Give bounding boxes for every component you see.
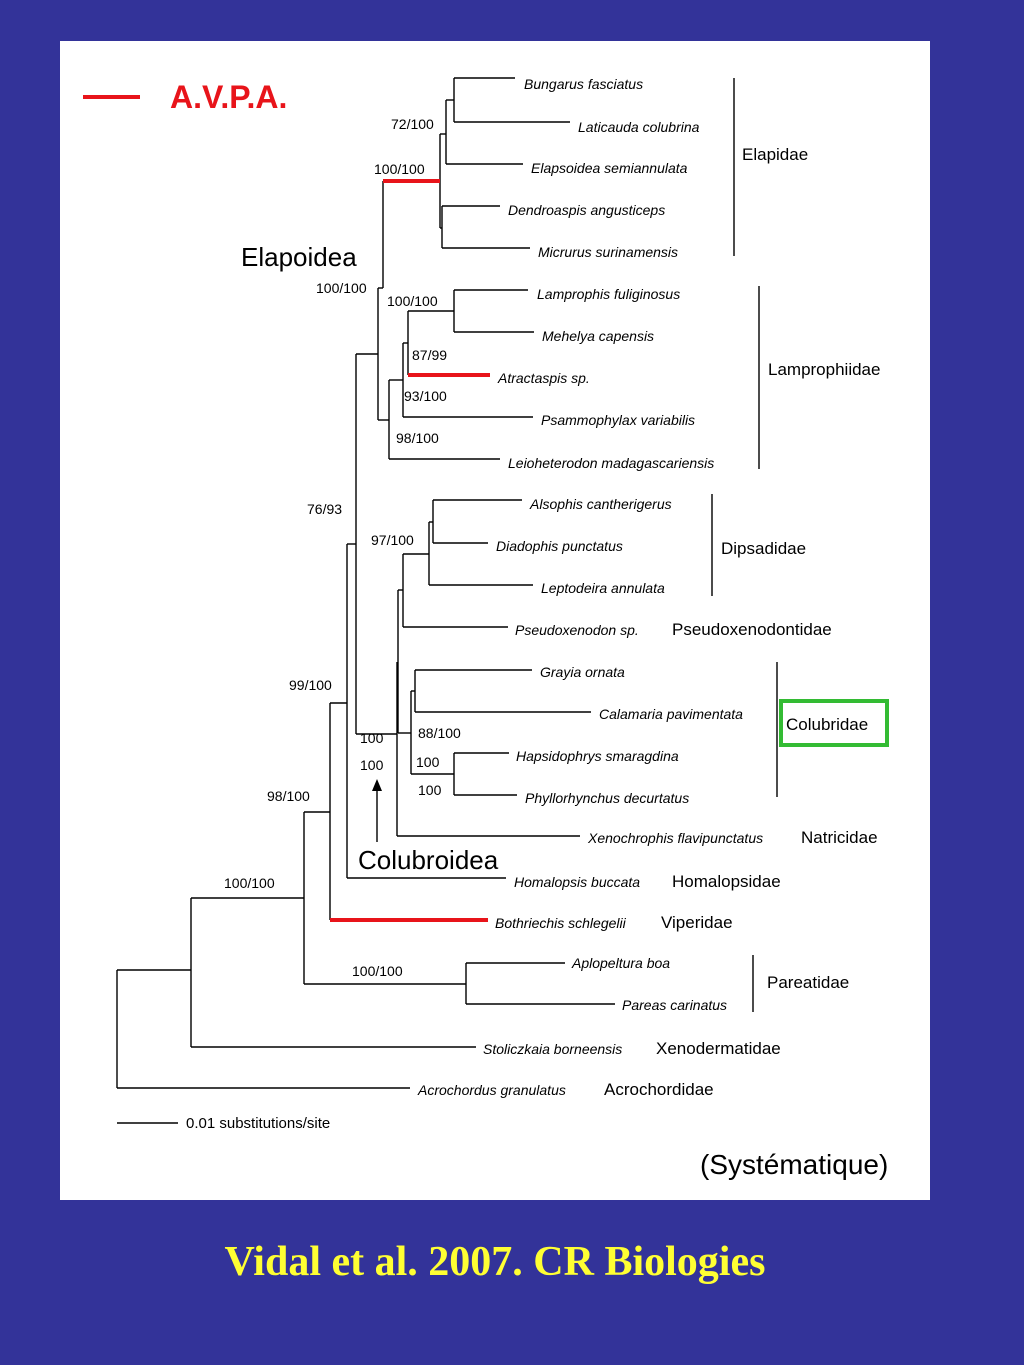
figure-panel: A.V.P.A. <box>60 41 930 1200</box>
taxon-label: Grayia ornata <box>540 664 625 680</box>
family-brackets <box>711 78 778 1012</box>
taxon-labels: Bungarus fasciatus Laticauda colubrina E… <box>417 76 763 1098</box>
support-value: 98/100 <box>267 788 310 804</box>
taxon-label: Lamprophis fuliginosus <box>537 286 680 302</box>
support-values: 72/100 100/100 100/100 100/100 87/99 93/… <box>224 116 461 979</box>
support-value: 88/100 <box>418 725 461 741</box>
support-value: 100 <box>360 757 384 773</box>
taxon-label: Mehelya capensis <box>542 328 654 344</box>
colubroidea-arrow-head <box>372 779 382 791</box>
support-value: 76/93 <box>307 501 342 517</box>
family-label: Viperidae <box>661 913 733 932</box>
taxon-label: Hapsidophrys smaragdina <box>516 748 679 764</box>
family-label: Dipsadidae <box>721 539 806 558</box>
taxon-label: Laticauda colubrina <box>578 119 700 135</box>
taxon-label: Atractaspis sp. <box>497 370 590 386</box>
taxon-label: Calamaria pavimentata <box>599 706 743 722</box>
support-value: 87/99 <box>412 347 447 363</box>
highlighted-branches <box>330 179 490 922</box>
citation-caption: Vidal et al. 2007. CR Biologies <box>224 1239 766 1285</box>
colubroidea-label: Colubroidea <box>358 845 499 875</box>
taxon-label: Elapsoidea semiannulata <box>531 160 688 176</box>
taxon-label: Bungarus fasciatus <box>524 76 643 92</box>
legend-label: A.V.P.A. <box>170 79 287 115</box>
tree-branches <box>116 77 615 1089</box>
taxon-label: Pseudoxenodon sp. <box>515 622 639 638</box>
family-label: Colubridae <box>786 715 868 734</box>
elapoidea-label: Elapoidea <box>241 242 357 272</box>
family-label: Acrochordidae <box>604 1080 714 1099</box>
support-value: 100/100 <box>224 875 275 891</box>
taxon-label: Leioheterodon madagascariensis <box>508 455 714 471</box>
family-labels: Elapidae Lamprophiidae Dipsadidae Pseudo… <box>604 145 889 1099</box>
taxon-label: Phyllorhynchus decurtatus <box>525 790 689 806</box>
support-value: 100/100 <box>387 293 438 309</box>
family-label: Pareatidae <box>767 973 849 992</box>
taxon-label: Xenochrophis flavipunctatus <box>587 830 763 846</box>
scale-bar-label: 0.01 substitutions/site <box>186 1115 330 1132</box>
family-label: Natricidae <box>801 828 878 847</box>
taxon-label: Pareas carinatus <box>622 997 727 1013</box>
support-value: 72/100 <box>391 116 434 132</box>
support-value: 100 <box>418 782 442 798</box>
support-value: 100/100 <box>352 963 403 979</box>
taxon-label: Bothriechis schlegelii <box>495 915 627 931</box>
support-value: 100 <box>360 730 384 746</box>
support-value: 100/100 <box>316 280 367 296</box>
support-value: 98/100 <box>396 430 439 446</box>
taxon-label: Diadophis punctatus <box>496 538 623 554</box>
support-value: 100 <box>416 754 440 770</box>
corner-label: (Systématique) <box>700 1149 888 1180</box>
taxon-label: Aplopeltura boa <box>571 955 670 971</box>
taxon-label: Psammophylax variabilis <box>541 412 695 428</box>
taxon-label: Alsophis cantherigerus <box>529 496 672 512</box>
family-label: Elapidae <box>742 145 808 164</box>
support-value: 99/100 <box>289 677 332 693</box>
family-label: Lamprophiidae <box>768 360 880 379</box>
phylogenetic-tree: A.V.P.A. <box>83 76 889 1180</box>
taxon-label: Micrurus surinamensis <box>538 244 678 260</box>
taxon-label: Acrochordus granulatus <box>417 1082 566 1098</box>
support-value: 100/100 <box>374 161 425 177</box>
family-label: Pseudoxenodontidae <box>672 620 832 639</box>
taxon-label: Stoliczkaia borneensis <box>483 1041 622 1057</box>
support-value: 93/100 <box>404 388 447 404</box>
taxon-label: Dendroaspis angusticeps <box>508 202 665 218</box>
family-label: Xenodermatidae <box>656 1039 781 1058</box>
support-value: 97/100 <box>371 532 414 548</box>
taxon-label: Homalopsis buccata <box>514 874 640 890</box>
colubridae-highlight-box <box>779 699 889 747</box>
taxon-label: Leptodeira annulata <box>541 580 665 596</box>
family-label: Homalopsidae <box>672 872 781 891</box>
